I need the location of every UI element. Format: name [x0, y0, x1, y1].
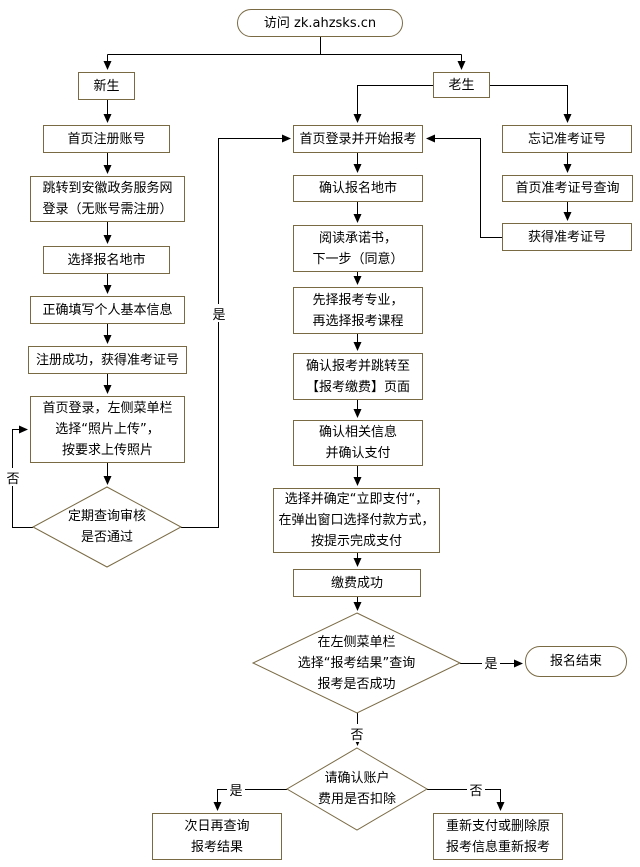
node-read-promise: 阅读承诺书， 下一步（同意）	[293, 225, 423, 272]
decision-audit-passed: 定期查询审核 是否通过	[67, 509, 146, 545]
node-pay-process: 选择并确定“立即支付“， 在弹出窗口选择付款方式， 按提示完成支付	[273, 488, 440, 553]
label-no-result: 否	[348, 724, 366, 743]
node-query-next-day: 次日再查询 报考结果	[152, 813, 282, 860]
decision-fee-shape	[286, 747, 428, 831]
decision-fee-deducted: 请确认账户 费用是否扣除	[317, 771, 396, 807]
node-old-student: 老生	[433, 72, 490, 98]
node-query-number: 首页准考证号查询	[502, 175, 633, 202]
decision-check-result: 在左侧菜单栏 选择“报考结果”查询 报考是否成功	[297, 634, 416, 692]
node-end: 报名结束	[525, 646, 627, 677]
label-yes-result: 是	[482, 653, 500, 672]
node-visit-site: 访问 zk.ahzsks.cn	[237, 9, 403, 37]
node-register-success: 注册成功，获得准考证号	[28, 346, 187, 374]
node-pay-success: 缴费成功	[293, 569, 421, 597]
node-choose-major-course: 先择报考专业， 再选择报考课程	[293, 287, 423, 334]
label-no-fee: 否	[467, 780, 485, 799]
decision-result-shape	[251, 612, 462, 714]
node-confirm-city: 确认报名地市	[293, 175, 423, 202]
node-upload-photo: 首页登录，左侧菜单栏 选择“照片上传”， 按要求上传照片	[30, 396, 185, 463]
node-fill-info: 正确填写个人基本信息	[30, 296, 185, 324]
node-got-number: 获得准考证号	[502, 223, 632, 251]
node-confirm-info-pay: 确认相关信息 并确认支付	[293, 420, 423, 466]
node-forgot-number: 忘记准考证号	[502, 125, 632, 153]
node-new-student: 新生	[78, 72, 135, 100]
node-register-account: 首页注册账号	[43, 125, 170, 153]
node-login-start-apply: 首页登录并开始报考	[293, 125, 423, 153]
node-repay-or-reapply: 重新支付或删除原 报考信息重新报考	[433, 813, 563, 860]
node-select-city: 选择报名地市	[43, 246, 170, 274]
label-no-audit: 否	[4, 468, 22, 487]
decision-audit-shape	[31, 486, 183, 568]
label-yes-fee: 是	[227, 780, 245, 799]
node-gov-login: 跳转到安徽政务服务网 登录（无账号需注册）	[30, 176, 185, 222]
node-confirm-jump-payment: 确认报考并跳转至 【报考缴费】页面	[293, 353, 423, 400]
label-yes-audit: 是	[210, 304, 228, 323]
